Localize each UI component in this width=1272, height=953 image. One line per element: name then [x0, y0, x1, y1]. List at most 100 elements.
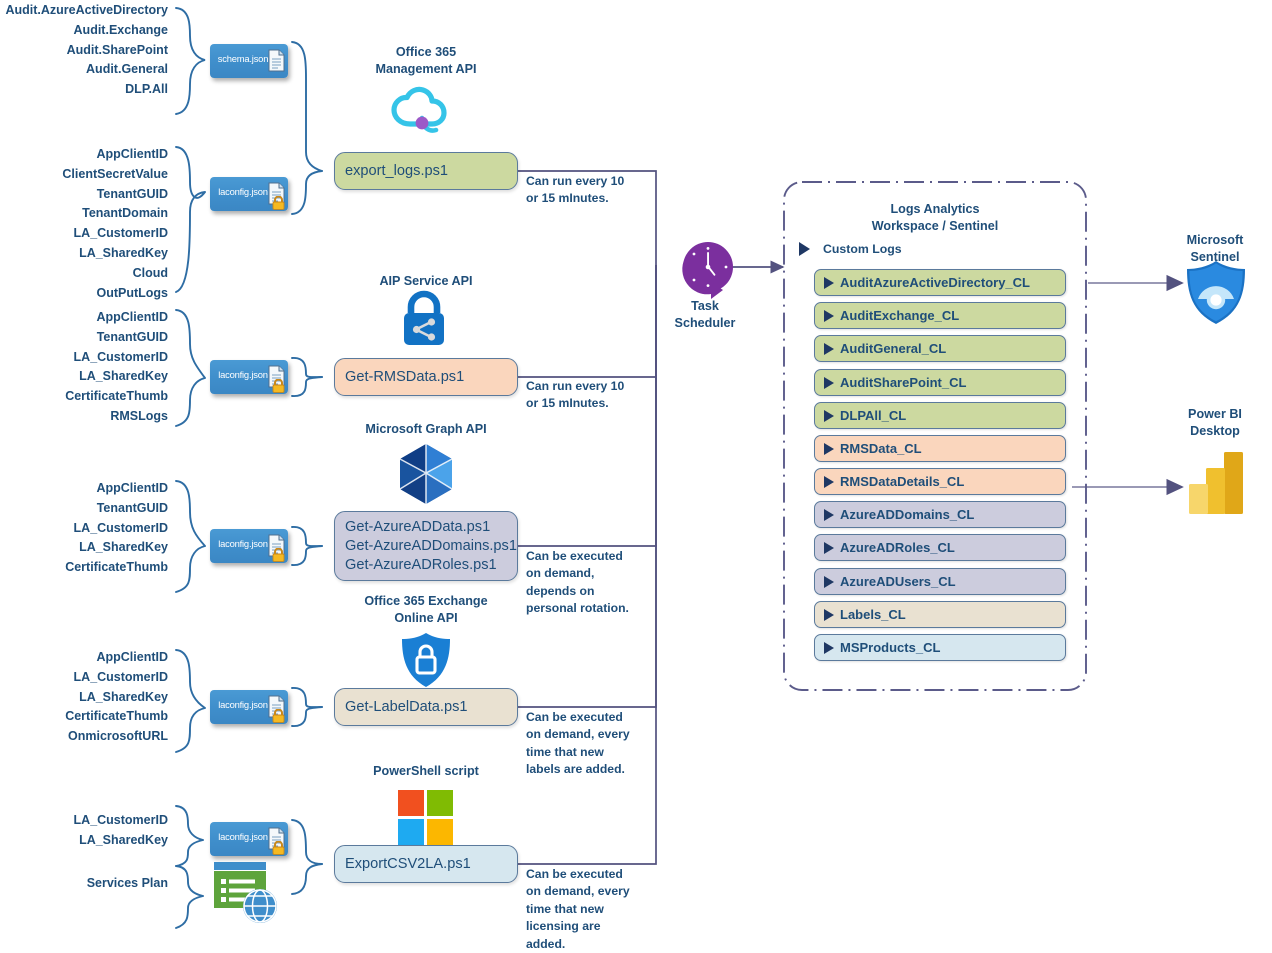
laconfig-json-chip-3[interactable]: laconfig.json	[210, 529, 288, 563]
expander-icon[interactable]	[824, 276, 834, 289]
custom-log-row[interactable]: AuditGeneral_CL	[814, 335, 1066, 362]
custom-log-name: AzureADUsers_CL	[840, 574, 956, 589]
script-box-get-labeldata[interactable]: Get-LabelData.ps1	[334, 688, 518, 726]
laconfig-json-label: laconfig.json	[218, 186, 268, 197]
param-item: LA_CustomerID	[73, 669, 168, 684]
laconfig-json-chip-1[interactable]: laconfig.json	[210, 177, 288, 211]
api-caption-line: Office 365 Exchange	[364, 594, 488, 608]
expander-icon[interactable]	[824, 409, 834, 422]
log-analytics-title: Logs Analytics Workspace / Sentinel	[784, 201, 1086, 235]
api-caption-o365-management: Office 365 Management API	[356, 44, 496, 78]
script-box-get-azuread[interactable]: Get-AzureADData.ps1 Get-AzureADDomains.p…	[334, 511, 518, 581]
note-labeldata: Can be executed on demand, every time th…	[526, 710, 630, 777]
api-caption-powershell: PowerShell script	[356, 763, 496, 780]
custom-log-row[interactable]: AzureADRoles_CL	[814, 534, 1066, 561]
api-caption-line: Office 365	[395, 45, 457, 59]
custom-log-row[interactable]: AzureADUsers_CL	[814, 568, 1066, 595]
laconfig-json-label: laconfig.json	[218, 699, 268, 710]
custom-log-row[interactable]: AuditSharePoint_CL	[814, 369, 1066, 396]
custom-log-row[interactable]: DLPAll_CL	[814, 402, 1066, 429]
param-item: LA_CustomerID	[73, 349, 168, 364]
laconfig-json-chip-4[interactable]: laconfig.json	[210, 690, 288, 724]
expander-icon[interactable]	[824, 541, 834, 554]
script-name: Get-AzureADData.ps1	[345, 518, 491, 535]
exchange-shield-lock-icon	[402, 633, 450, 687]
laconfig-json-chip-2[interactable]: laconfig.json	[210, 360, 288, 394]
schema-json-chip[interactable]: schema.json	[210, 44, 288, 78]
note-export-logs: Can run every 10 or 15 mInutes.	[526, 174, 625, 206]
param-item: ClientSecretValue	[62, 166, 168, 181]
param-item: TenantGUID	[96, 500, 168, 515]
powerbi-bars-icon	[1189, 452, 1243, 514]
script-box-exportcsv2la[interactable]: ExportCSV2LA.ps1	[334, 845, 518, 883]
script-name: Get-LabelData.ps1	[345, 698, 468, 715]
expander-icon[interactable]	[824, 608, 834, 621]
api-caption-ms-graph: Microsoft Graph API	[356, 421, 496, 438]
param-item: Audit.AzureActiveDirectory	[5, 3, 168, 17]
param-item: OutPutLogs	[96, 285, 168, 300]
param-item: LA_CustomerID	[73, 520, 168, 535]
laconfig-json-label: laconfig.json	[218, 369, 268, 380]
expander-icon[interactable]	[824, 442, 834, 455]
param-item: LA_SharedKey	[79, 832, 168, 847]
param-item: LA_SharedKey	[79, 689, 168, 704]
destination-caption-line: Desktop	[1190, 424, 1240, 438]
param-item: Services Plan	[86, 876, 168, 890]
document-icon	[268, 49, 285, 72]
custom-log-name: DLPAll_CL	[840, 408, 907, 423]
laconfig-json-label: laconfig.json	[218, 538, 268, 549]
custom-log-row[interactable]: AzureADDomains_CL	[814, 501, 1066, 528]
api-caption-line: Online API	[394, 611, 458, 625]
param-group-laconfig-1: AppClientID ClientSecretValue TenantGUID…	[0, 145, 168, 303]
expander-icon[interactable]	[824, 508, 834, 521]
schema-json-label: schema.json	[217, 53, 269, 64]
sentinel-shield-icon	[1187, 261, 1245, 324]
laconfig-json-label: laconfig.json	[218, 831, 268, 842]
param-item: RMSLogs	[110, 408, 168, 423]
o365-cloud-icon	[391, 86, 447, 133]
param-item: AppClientID	[96, 650, 168, 664]
param-item: TenantGUID	[96, 186, 168, 201]
expander-icon[interactable]	[824, 376, 834, 389]
param-item: Audit.General	[86, 62, 168, 77]
task-scheduler-caption: Task Scheduler	[645, 298, 765, 331]
custom-logs-expander-icon[interactable]	[799, 242, 810, 256]
param-item: LA_SharedKey	[79, 540, 168, 555]
api-caption-line: Microsoft Graph API	[365, 422, 487, 436]
param-item: Cloud	[132, 265, 168, 280]
custom-log-name: AzureADRoles_CL	[840, 540, 955, 555]
custom-log-row[interactable]: AuditExchange_CL	[814, 302, 1066, 329]
expander-icon[interactable]	[824, 475, 834, 488]
param-group-laconfig-3: AppClientID TenantGUID LA_CustomerID LA_…	[0, 479, 168, 578]
microsoft-sentinel-caption: Microsoft Sentinel	[1145, 232, 1272, 266]
param-item: CertificateThumb	[65, 560, 168, 575]
custom-log-name: RMSData_CL	[840, 441, 922, 456]
expander-icon[interactable]	[824, 641, 834, 654]
custom-log-row[interactable]: AuditAzureActiveDirectory_CL	[814, 269, 1066, 296]
custom-log-row[interactable]: RMSData_CL	[814, 435, 1066, 462]
api-caption-line: PowerShell script	[373, 764, 479, 778]
laconfig-json-chip-5[interactable]: laconfig.json	[210, 822, 288, 856]
expander-icon[interactable]	[824, 575, 834, 588]
note-exportcsv: Can be executed on demand, every time th…	[526, 867, 630, 951]
script-name: export_logs.ps1	[345, 162, 449, 179]
param-item: Audit.Exchange	[73, 22, 168, 37]
custom-log-row[interactable]: Labels_CL	[814, 601, 1066, 628]
param-item: LA_CustomerID	[73, 226, 168, 241]
script-box-export-logs[interactable]: export_logs.ps1	[334, 152, 518, 190]
expander-icon[interactable]	[824, 342, 834, 355]
lock-icon	[272, 379, 285, 393]
custom-log-row[interactable]: MSProducts_CL	[814, 634, 1066, 661]
custom-log-row[interactable]: RMSDataDetails_CL	[814, 468, 1066, 495]
api-caption-line: Management API	[375, 62, 477, 76]
param-item: TenantGUID	[96, 329, 168, 344]
script-name: Get-AzureADRoles.ps1	[345, 556, 497, 573]
destination-caption-line: Microsoft	[1186, 233, 1244, 247]
custom-log-name: AuditAzureActiveDirectory_CL	[840, 275, 1030, 290]
destination-caption-line: Power BI	[1188, 407, 1242, 421]
expander-icon[interactable]	[824, 309, 834, 322]
script-box-get-rmsdata[interactable]: Get-RMSData.ps1	[334, 358, 518, 396]
power-bi-desktop-caption: Power BI Desktop	[1145, 406, 1272, 440]
